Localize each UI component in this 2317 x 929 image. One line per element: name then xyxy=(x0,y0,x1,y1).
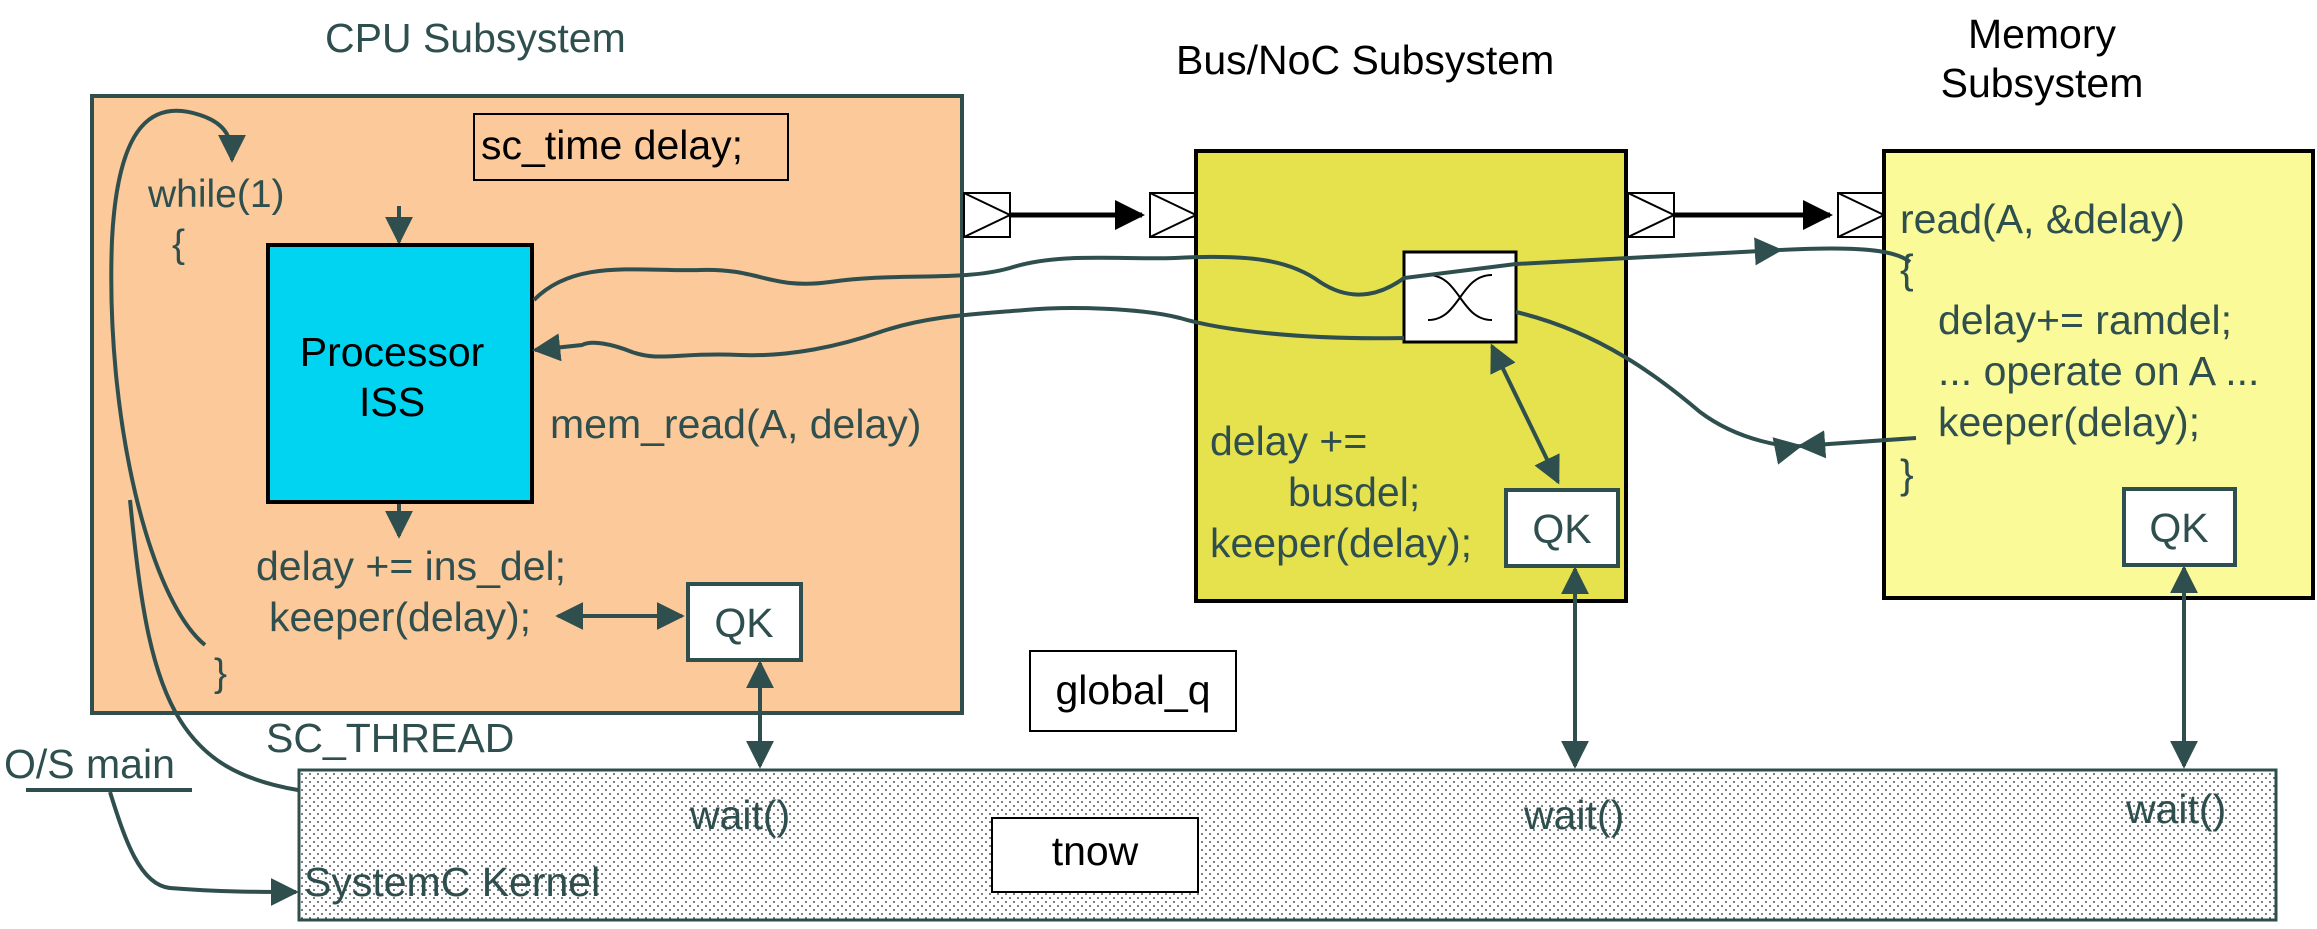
memory-delay-increment: delay+= ramdel; xyxy=(1938,297,2232,343)
processor-iss-label-2: ISS xyxy=(359,379,425,425)
cpu-qk-label: QK xyxy=(714,600,773,646)
thread-to-kernel-curve xyxy=(128,499,299,792)
bus-qk-box xyxy=(1504,488,1620,568)
os-main-label: O/S main xyxy=(4,741,175,787)
loop-back-arrow xyxy=(109,108,246,647)
memory-keeper-response-arrow xyxy=(1797,430,1917,459)
memory-subsystem-title-2: Subsystem xyxy=(1941,60,2144,106)
memory-keeper-call: keeper(delay); xyxy=(1938,399,2200,445)
bus-target-port xyxy=(1149,192,1199,238)
cpu-qk-box xyxy=(686,582,803,662)
bus-delay-line-2: busdel; xyxy=(1288,469,1420,515)
tnow-label: tnow xyxy=(1052,828,1139,874)
while-loop-head: while(1) xyxy=(147,173,285,216)
memory-operate-line: ... operate on A ... xyxy=(1938,348,2259,394)
cpu-keeper-call: keeper(delay); xyxy=(269,594,531,640)
cpu-initiator-port xyxy=(963,192,1013,238)
memory-subsystem-title-1: Memory xyxy=(1968,11,2117,57)
kernel-wait-2: wait() xyxy=(1523,792,1624,838)
bus-subsystem-title: Bus/NoC Subsystem xyxy=(1176,37,1554,83)
bus-keeper-call: keeper(delay); xyxy=(1210,520,1472,566)
switch-qk-arrow xyxy=(1490,343,1560,485)
memory-read-fn: read(A, &delay) xyxy=(1900,196,2185,242)
cpu-brace-close: } xyxy=(214,652,227,695)
sc-time-decl-text: sc_time delay; xyxy=(481,122,743,168)
bus-delay-line-1: delay += xyxy=(1210,418,1367,464)
memory-qk-label: QK xyxy=(2149,505,2208,551)
bus-initiator-port xyxy=(1627,192,1677,238)
tnow-box xyxy=(991,817,1199,893)
memory-brace-close: } xyxy=(1900,451,1914,497)
request-path-into-memory xyxy=(1779,246,1912,264)
memory-brace-open: { xyxy=(1900,246,1914,292)
cpu-subsystem-title: CPU Subsystem xyxy=(325,15,626,61)
memory-qk-box xyxy=(2122,487,2237,567)
memory-subsystem-box xyxy=(1882,149,2315,600)
os-main-to-kernel-arrow xyxy=(108,791,299,906)
sc-thread-label: SC_THREAD xyxy=(266,715,514,761)
response-path-to-iss xyxy=(532,306,1405,362)
processor-iss-box xyxy=(266,243,534,504)
systemc-kernel-label: SystemC Kernel xyxy=(304,859,600,905)
kernel-wait-3: wait() xyxy=(2125,786,2226,832)
cpu-delay-increment: delay += ins_del; xyxy=(256,543,566,589)
cpu-brace-open: { xyxy=(172,223,185,266)
sc-time-decl-box xyxy=(473,113,789,181)
bus-qk-label: QK xyxy=(1532,506,1591,552)
global-q-label: global_q xyxy=(1055,667,1210,713)
mem-read-call: mem_read(A, delay) xyxy=(550,401,921,447)
systemc-kernel-box xyxy=(297,768,2278,922)
request-path-to-memory xyxy=(532,237,1783,302)
global-q-box xyxy=(1029,650,1237,732)
memory-target-port xyxy=(1837,192,1887,238)
response-path-from-memory xyxy=(1515,310,1803,465)
processor-iss-label-1: Processor xyxy=(300,329,485,375)
kernel-wait-1: wait() xyxy=(689,792,790,838)
